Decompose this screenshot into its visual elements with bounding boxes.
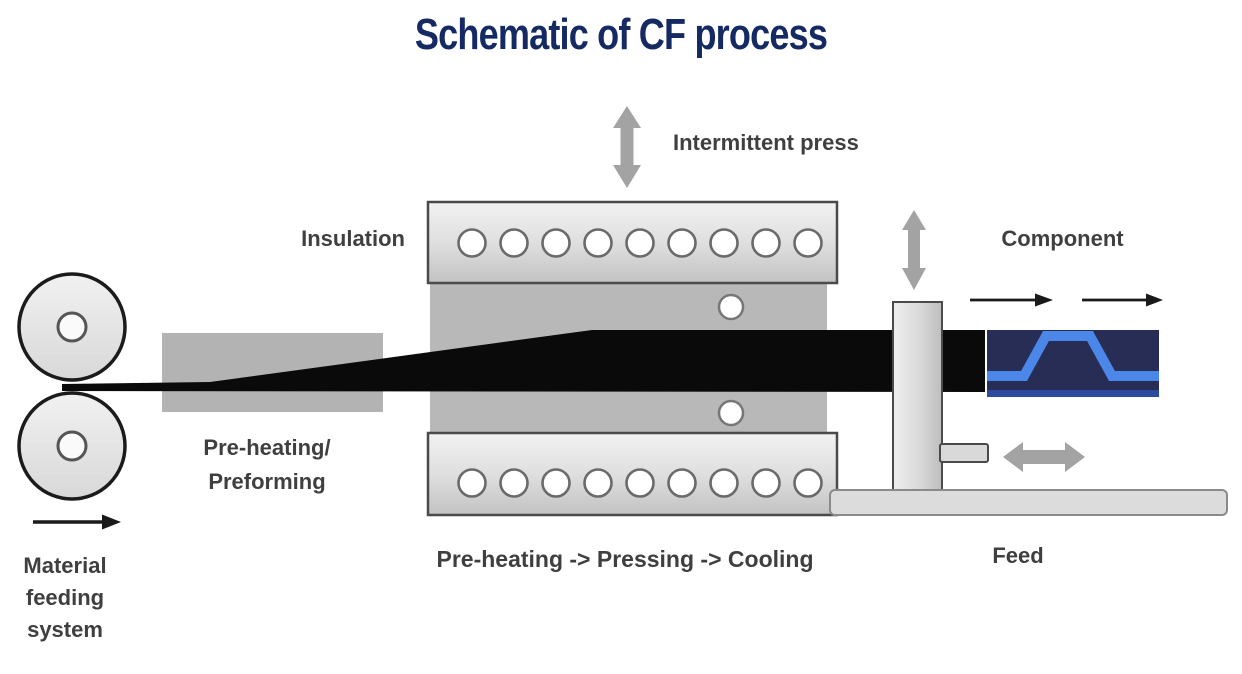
- up-down-arrow-icon: [613, 106, 641, 188]
- heater-hole: [751, 228, 781, 258]
- right-arrow-head-icon: [1035, 293, 1053, 307]
- heater-hole: [793, 468, 823, 498]
- heater-hole: [709, 468, 739, 498]
- heater-hole: [541, 228, 571, 258]
- process-stages-label: Pre-heating -> Pressing -> Cooling: [436, 546, 814, 572]
- feed-roller-top-hub: [56, 311, 88, 343]
- heater-hole: [751, 468, 781, 498]
- preheating-preforming-label: Pre-heating/ Preforming: [167, 431, 367, 499]
- component-label: Component: [1001, 226, 1124, 251]
- heater-hole: [457, 468, 487, 498]
- component-output: [987, 330, 1159, 397]
- component-bottom-strip: [987, 390, 1159, 397]
- material-tape: [62, 330, 985, 392]
- heater-hole: [709, 228, 739, 258]
- component-hat-profile: [987, 331, 1159, 381]
- heater-holes-top: [457, 228, 823, 258]
- heater-hole: [793, 228, 823, 258]
- material-feeding-label-line3: system: [27, 617, 103, 642]
- heater-holes-bottom: [457, 468, 823, 498]
- heater-hole: [457, 228, 487, 258]
- heater-hole: [583, 228, 613, 258]
- puller-tab: [939, 443, 989, 463]
- heater-hole: [625, 468, 655, 498]
- material-feeding-label-line1: Material: [23, 553, 107, 578]
- left-right-arrow-icon: [1003, 442, 1085, 472]
- material-feeding-label: Material feeding system: [5, 550, 125, 646]
- guide-pin-top: [717, 293, 745, 321]
- feed-roller-bottom-hub: [56, 430, 88, 462]
- heater-hole: [667, 228, 697, 258]
- heater-hole: [499, 468, 529, 498]
- material-feeding-label-line2: feeding: [25, 585, 105, 610]
- preheating-preforming-label-line2: Preforming: [208, 469, 326, 494]
- heater-hole: [625, 228, 655, 258]
- heater-hole: [583, 468, 613, 498]
- feed-rollers: [17, 272, 127, 501]
- guide-pin-bottom: [717, 399, 745, 427]
- insulation-label: Insulation: [301, 226, 405, 251]
- heater-hole: [667, 468, 697, 498]
- page-title: Schematic of CF process: [414, 10, 828, 59]
- preheating-preforming-label-line1: Pre-heating/: [203, 435, 331, 460]
- feed-rail: [829, 489, 1228, 516]
- puller-bar: [892, 301, 943, 493]
- intermittent-press-label: Intermittent press: [673, 130, 859, 155]
- component-out-arrows: [970, 293, 1163, 307]
- heater-hole: [541, 468, 571, 498]
- up-down-arrow-icon: [902, 210, 926, 290]
- feed-label: Feed: [992, 543, 1044, 568]
- insulation-block-top: [426, 200, 839, 285]
- right-arrow-head-icon: [1146, 293, 1163, 307]
- material-feed-arrow: [33, 514, 121, 530]
- insulation-block-bottom: [426, 431, 839, 517]
- right-arrow-head-icon: [102, 514, 121, 530]
- heater-hole: [499, 228, 529, 258]
